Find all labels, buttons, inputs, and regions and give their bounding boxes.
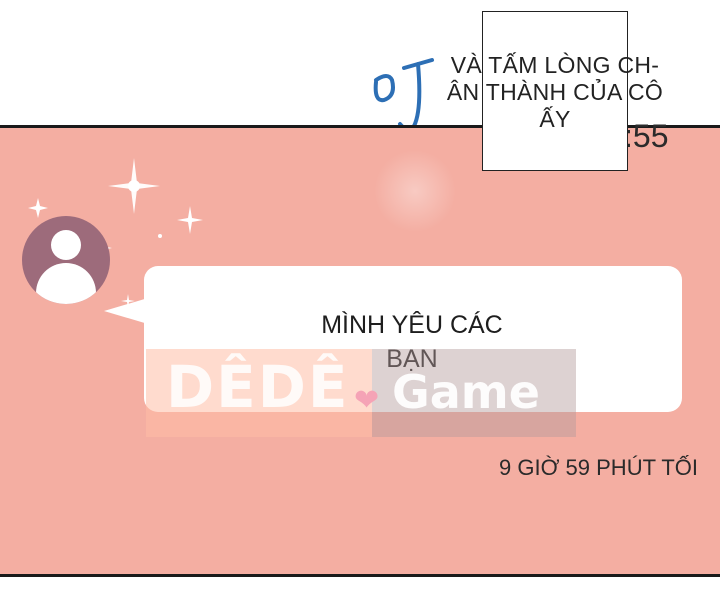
message-timestamp: 9 GIỜ 59 PHÚT TỐI [499,455,698,480]
background-ornament [375,148,455,234]
sparkle-icon [158,234,162,238]
user-silhouette-body [36,263,96,304]
watermark-right-block [372,349,576,437]
user-silhouette-icon [51,230,81,260]
watermark-left-block [146,349,372,437]
sparkle-icon [28,198,48,218]
watermark-left-text: DÊDÊ [166,353,350,421]
message-text: MÌNH YÊU CÁC BẠN [290,308,534,376]
caption-box [482,11,628,171]
watermark: DÊDÊ ❤ Game [146,349,576,437]
caption-line: ẤY [539,106,571,132]
message-bubble-tail [104,298,148,324]
sparkle-icon [177,206,203,234]
heart-icon: ❤ [354,384,380,417]
sfx-dj: DJ [366,50,436,134]
caption-text: VÀ TẤM LÒNG CH- ÂN THÀNH CỦA CÔ ẤY [440,52,670,133]
caption-line: ÂN THÀNH CỦA CÔ [446,79,664,105]
sparkle-icon [128,180,140,192]
watermark-right-text: Game [392,365,540,419]
background-time-fragment: :55 [624,118,669,154]
avatar [22,216,110,304]
caption-line: VÀ TẤM LÒNG CH- [450,52,660,78]
message-line: BẠN [386,345,438,373]
message-line: MÌNH YÊU CÁC [321,311,503,339]
sfx-text: DJ [366,50,368,51]
